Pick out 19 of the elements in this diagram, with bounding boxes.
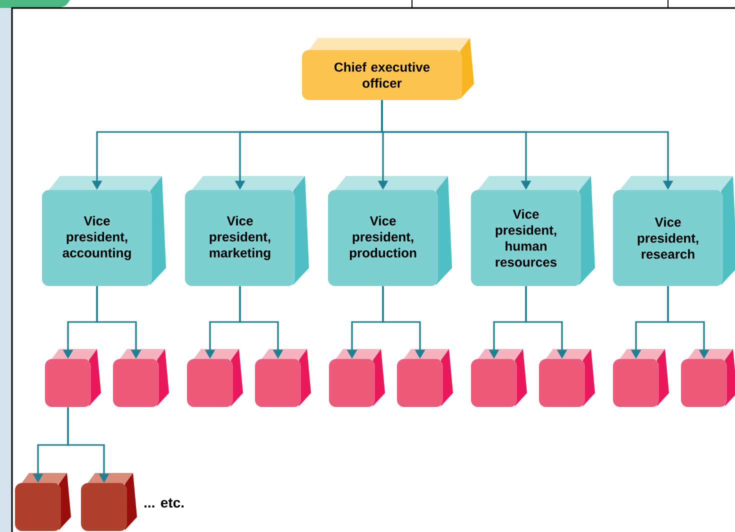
note-text: ... etc. xyxy=(144,498,184,508)
box xyxy=(45,349,101,407)
box xyxy=(329,349,385,407)
box xyxy=(15,473,71,531)
box xyxy=(613,349,669,407)
position-box: Vice president, production xyxy=(328,176,452,286)
box xyxy=(113,349,169,407)
box xyxy=(471,349,527,407)
position-box: Vice president, marketing xyxy=(185,176,309,286)
position-box: Vice president, accounting xyxy=(42,176,166,286)
box xyxy=(255,349,311,407)
position-box: Vice president, human resources xyxy=(471,176,595,286)
position-box: Chief executive officer xyxy=(302,38,474,100)
box xyxy=(397,349,453,407)
position-box: Vice president, research xyxy=(613,176,735,286)
box xyxy=(539,349,595,407)
box xyxy=(187,349,243,407)
box xyxy=(81,473,137,531)
box xyxy=(681,349,735,407)
